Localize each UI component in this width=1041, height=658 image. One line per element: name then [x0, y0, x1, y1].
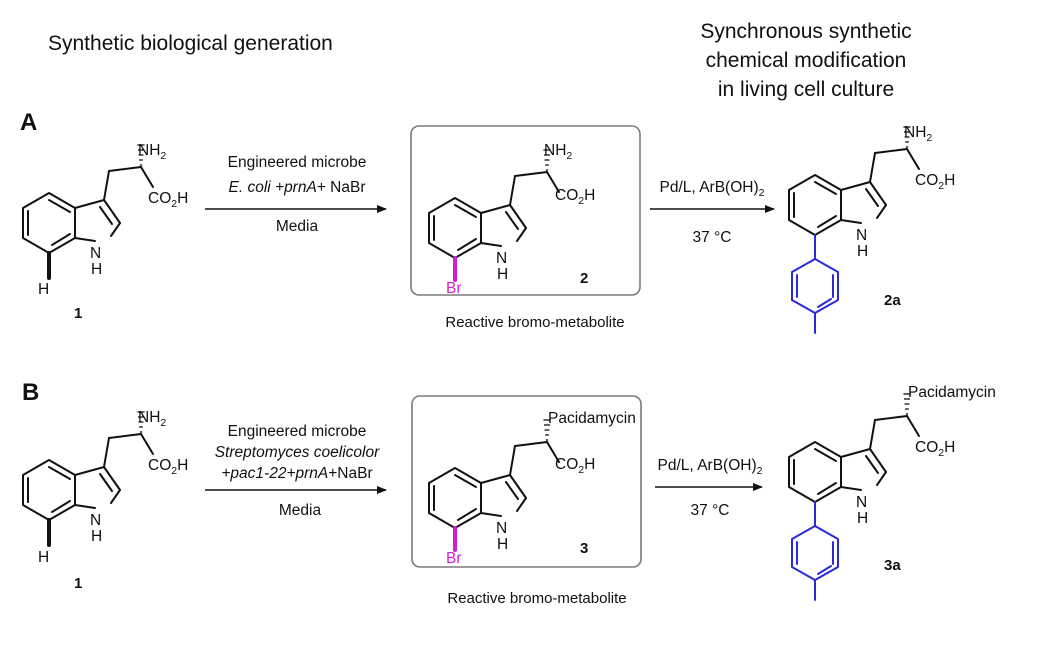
svg-text:NH2: NH2: [544, 142, 572, 162]
svg-text:H: H: [91, 261, 102, 278]
a1-condition-line-1: Engineered microbe: [228, 154, 367, 171]
compound-2-structure: N H Br NH2 CO2H: [428, 142, 595, 297]
b2-reagent: Pd/L, ArB(OH)2: [658, 457, 763, 477]
a1-condition-line-2: E. coli +prnA+ NaBr: [229, 179, 366, 196]
left-header: Synthetic biological generation: [48, 32, 333, 55]
svg-text:H: H: [497, 266, 508, 283]
svg-text:Pacidamycin: Pacidamycin: [548, 410, 636, 427]
svg-text:H: H: [497, 536, 508, 553]
svg-text:CO2H: CO2H: [555, 456, 595, 476]
b1-condition-organism: Streptomyces coelicolor: [215, 444, 380, 461]
svg-text:CO2H: CO2H: [555, 187, 595, 207]
svg-text:NH2: NH2: [138, 142, 166, 162]
b1-condition-line-1: Engineered microbe: [228, 423, 367, 440]
box-caption-a: Reactive bromo-metabolite: [445, 314, 624, 331]
svg-text:N: N: [856, 494, 867, 511]
right-header-line-3: in living cell culture: [718, 78, 894, 101]
svg-text:CO2H: CO2H: [148, 457, 188, 477]
compound-3-structure: N H Br Pacidamycin CO2H: [428, 410, 636, 567]
compound-3-label: 3: [580, 540, 588, 557]
svg-text:H: H: [857, 510, 868, 527]
svg-text:NH2: NH2: [138, 409, 166, 429]
svg-text:N: N: [496, 520, 507, 537]
bromine-atom-b: Br: [446, 550, 462, 567]
a2-reagent: Pd/L, ArB(OH)2: [660, 179, 765, 199]
svg-text:NH2: NH2: [904, 124, 932, 144]
svg-text:N: N: [90, 512, 101, 529]
compound-2-label: 2: [580, 270, 588, 287]
bromo-metabolite-box-a: [410, 125, 641, 296]
panel-b-label: B: [22, 379, 39, 406]
svg-text:CO2H: CO2H: [915, 172, 955, 192]
svg-text:N: N: [496, 250, 507, 267]
svg-text:H: H: [38, 549, 49, 566]
compound-1-structure-b: N H H NH2 CO2H: [22, 409, 188, 566]
svg-text:H: H: [857, 243, 868, 260]
b1-condition-line-3: +pac1-22+prnA+NaBr: [221, 465, 372, 482]
compound-2a-structure: N H NH2 CO2H: [788, 124, 955, 334]
compound-3a-label: 3a: [884, 557, 901, 574]
a2-temperature: 37 °C: [693, 229, 732, 246]
right-header-line-2: chemical modification: [706, 49, 907, 72]
compound-1-label-a: 1: [74, 305, 82, 322]
b1-condition-media: Media: [279, 502, 322, 519]
box-caption-b: Reactive bromo-metabolite: [447, 590, 626, 607]
b2-temperature: 37 °C: [691, 502, 730, 519]
svg-text:N: N: [856, 227, 867, 244]
compound-1-label-b: 1: [74, 575, 82, 592]
svg-text:N: N: [90, 245, 101, 262]
svg-text:H: H: [38, 281, 49, 298]
right-header-line-1: Synchronous synthetic: [700, 20, 911, 43]
a1-condition-media: Media: [276, 218, 319, 235]
svg-text:H: H: [91, 528, 102, 545]
svg-text:CO2H: CO2H: [148, 190, 188, 210]
compound-3a-structure: N H Pacidamycin CO2H: [788, 384, 996, 601]
bromo-metabolite-box-b: [411, 395, 642, 568]
svg-text:CO2H: CO2H: [915, 439, 955, 459]
panel-a-label: A: [20, 109, 37, 136]
compound-2a-label: 2a: [884, 292, 901, 309]
bromine-atom-a: Br: [446, 280, 462, 297]
svg-text:Pacidamycin: Pacidamycin: [908, 384, 996, 401]
compound-1-structure-a: N H H NH2 CO2H: [22, 142, 188, 298]
